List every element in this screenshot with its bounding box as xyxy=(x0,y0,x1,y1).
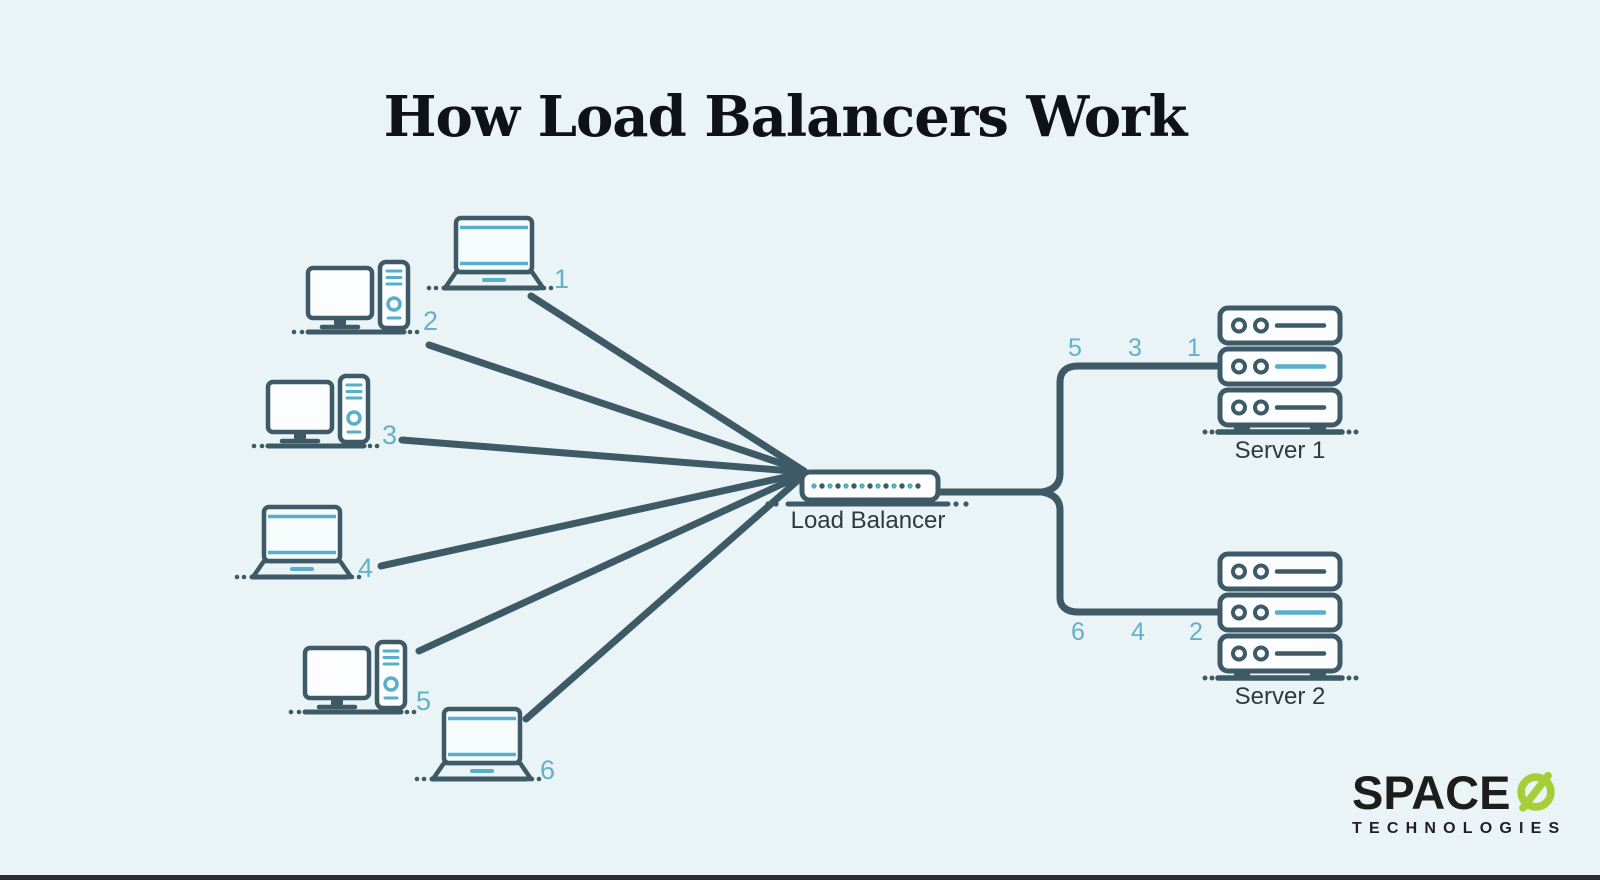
logo-subtitle: TECHNOLOGIES xyxy=(1352,820,1567,837)
server-1-rack-icon xyxy=(1202,305,1359,435)
branch-line-server-1 xyxy=(1038,362,1222,496)
client-6-number: 6 xyxy=(540,755,556,785)
server-1-label: Server 1 xyxy=(1234,437,1326,464)
connection-line-client-6 xyxy=(522,471,808,723)
client-3-desktop-icon xyxy=(251,373,380,449)
connection-line-client-4 xyxy=(377,469,808,570)
server-2-label: Server 2 xyxy=(1234,683,1326,710)
branch-line-server-2 xyxy=(1038,488,1222,616)
client-4-number: 4 xyxy=(358,553,374,583)
load-balancer-led-dots xyxy=(811,483,921,489)
slashed-o-icon xyxy=(1517,771,1556,812)
client-1-number: 1 xyxy=(554,264,570,294)
server-1-request-number-1: 1 xyxy=(1187,334,1201,362)
client-1-laptop-icon xyxy=(426,215,554,291)
server-1-request-number-5: 5 xyxy=(1068,334,1082,362)
client-connection-lines xyxy=(377,292,808,723)
server-2-request-number-2: 2 xyxy=(1189,618,1203,646)
server-branch-lines xyxy=(934,362,1222,616)
client-5-desktop-icon xyxy=(288,639,417,715)
load-balancer-icon xyxy=(765,469,969,507)
server-2-request-number-6: 6 xyxy=(1071,618,1085,646)
client-2-desktop-icon xyxy=(291,259,420,335)
load-balancer-label: Load Balancer xyxy=(790,507,946,534)
connection-line-client-2 xyxy=(425,341,808,475)
logo-wordmark: SPACE xyxy=(1352,765,1511,819)
page-title: How Load Balancers Work xyxy=(383,84,1188,150)
connection-line-client-5 xyxy=(415,470,808,655)
bottom-border-bar xyxy=(0,875,1600,880)
spaceo-logo: SPACE TECHNOLOGIES xyxy=(1352,768,1567,838)
client-5-number: 5 xyxy=(416,686,432,716)
client-2-number: 2 xyxy=(423,306,439,336)
server-1-request-number-3: 3 xyxy=(1128,334,1142,362)
server-2-request-number-4: 4 xyxy=(1131,618,1145,646)
connection-line-client-1 xyxy=(527,292,808,475)
client-3-number: 3 xyxy=(382,420,398,450)
server-2-rack-icon xyxy=(1202,551,1359,681)
client-4-laptop-icon xyxy=(234,504,362,580)
client-6-laptop-icon xyxy=(414,706,542,782)
connection-line-client-3 xyxy=(398,436,808,476)
